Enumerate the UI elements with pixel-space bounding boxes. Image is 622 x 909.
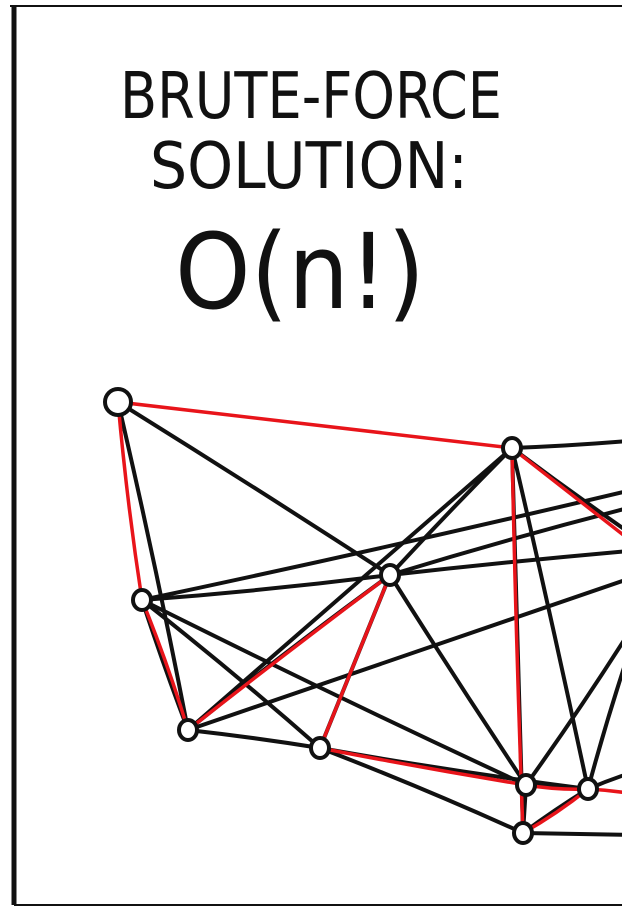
graph-node-n4 — [177, 718, 199, 742]
edge-n3-n7 — [140, 598, 528, 787]
route-segment-n1-n2 — [116, 400, 514, 450]
edge-n4-n6 — [186, 728, 322, 750]
route-segment-n7-n6 — [318, 746, 528, 787]
edge-n2-n8 — [510, 446, 590, 791]
graph-node-n9 — [512, 821, 534, 845]
edge-offscreen-7 — [524, 639, 622, 787]
graph-node-n7 — [515, 773, 537, 797]
route-segment-n3-n1 — [116, 400, 144, 602]
graph-node-n8 — [577, 777, 599, 801]
graph-node-n1 — [103, 387, 133, 417]
route-segment-offscreen-upper — [510, 446, 622, 537]
edge-n6-n9 — [318, 746, 525, 835]
graph-node-n6 — [309, 736, 331, 760]
graph-node-n2 — [501, 436, 523, 460]
edge-n5-n7 — [388, 573, 528, 787]
graph-red-route — [116, 400, 622, 835]
edge-offscreen-1 — [510, 439, 622, 450]
edge-offscreen-5 — [186, 579, 622, 732]
edge-offscreen-2 — [140, 490, 622, 602]
graph-node-n5 — [379, 563, 401, 587]
route-segment-n6-n5 — [318, 573, 392, 750]
graph-nodes — [103, 387, 599, 845]
route-segment-n4-n3 — [140, 598, 190, 732]
route-segment-n5-n4 — [186, 573, 392, 732]
graph-node-n3 — [131, 588, 153, 612]
edge-n3-n6 — [140, 598, 322, 750]
edge-n2-n5 — [388, 446, 514, 577]
edge-n3-n5 — [140, 573, 392, 602]
complexity-label: O(n!) — [175, 211, 425, 333]
panel-title-line1: BRUTE-FORCE — [120, 60, 502, 134]
edge-n2-n4 — [186, 446, 514, 732]
edge-offscreen-10 — [521, 831, 622, 837]
edge-n1-n4 — [116, 400, 190, 732]
edge-offscreen-8 — [586, 667, 622, 791]
panel-title-line2: SOLUTION: — [150, 130, 468, 204]
route-segment-n9-n8 — [521, 787, 590, 835]
